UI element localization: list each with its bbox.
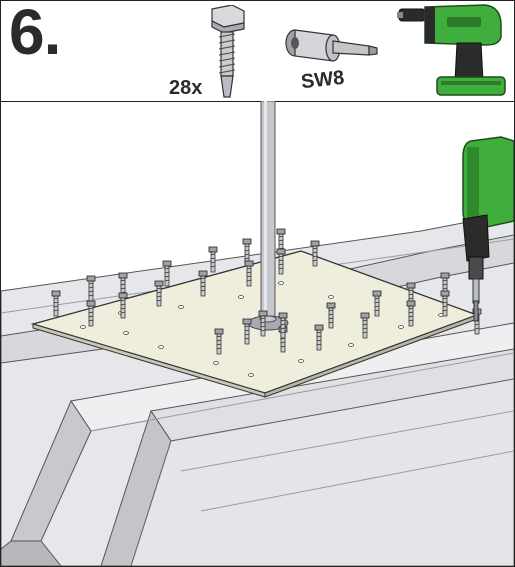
roof-mounting-illustration bbox=[1, 101, 514, 566]
screw bbox=[406, 300, 416, 327]
self-tapping-screw-icon bbox=[211, 5, 245, 98]
screw bbox=[326, 302, 336, 329]
socket-bit-icon bbox=[285, 29, 378, 62]
bit-size-label: SW8 bbox=[299, 66, 346, 94]
screw bbox=[244, 260, 254, 287]
screw bbox=[440, 290, 450, 317]
instruction-header: 6. 28x SW8 bbox=[1, 0, 514, 102]
screw bbox=[214, 328, 224, 355]
screw bbox=[242, 318, 252, 345]
screw bbox=[276, 248, 286, 275]
screw bbox=[360, 312, 370, 339]
screw bbox=[372, 290, 382, 317]
screw bbox=[258, 310, 268, 337]
screw bbox=[51, 290, 61, 317]
mounting-screws bbox=[51, 228, 482, 355]
cordless-drill-icon bbox=[462, 136, 514, 322]
screw bbox=[242, 238, 252, 265]
screw bbox=[310, 240, 320, 267]
screw bbox=[154, 280, 164, 307]
screw bbox=[118, 292, 128, 319]
screw bbox=[198, 270, 208, 297]
screw bbox=[314, 324, 324, 351]
vertical-rod bbox=[247, 101, 289, 331]
step-number: 6. bbox=[9, 0, 61, 68]
screw bbox=[208, 246, 218, 273]
screw bbox=[162, 260, 172, 287]
screw bbox=[86, 300, 96, 327]
screw-quantity-label: 28x bbox=[169, 77, 203, 99]
cordless-drill-icon bbox=[397, 4, 506, 96]
screw bbox=[278, 312, 288, 339]
